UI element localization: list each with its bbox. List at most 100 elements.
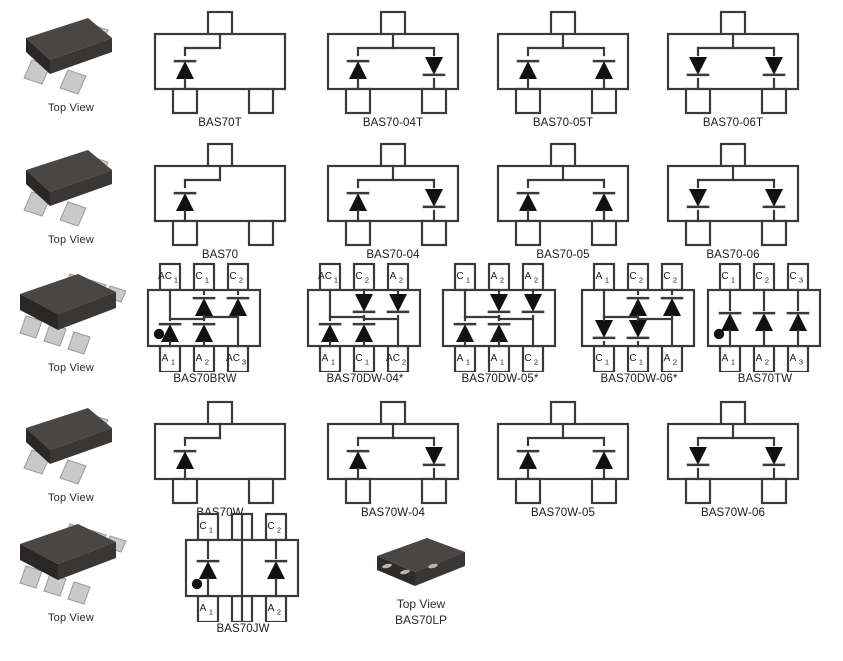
svg-text:A: A xyxy=(756,353,763,364)
pin1-dot-marker xyxy=(153,328,165,340)
svg-text:A: A xyxy=(790,353,797,364)
svg-text:1: 1 xyxy=(466,276,470,285)
svg-text:A: A xyxy=(596,271,603,282)
svg-text:1: 1 xyxy=(205,276,209,285)
schematic-symbol-bas70-04t xyxy=(326,10,460,115)
svg-text:A: A xyxy=(162,353,169,364)
top-view-caption: Top View xyxy=(47,234,95,246)
svg-text:2: 2 xyxy=(639,276,643,285)
svg-text:C: C xyxy=(355,271,362,282)
schematic-symbol-bas70-05 xyxy=(496,142,630,247)
svg-text:2: 2 xyxy=(399,276,403,285)
svg-text:A: A xyxy=(722,353,729,364)
top-view-caption: Top View xyxy=(47,102,95,114)
svg-text:1: 1 xyxy=(731,276,735,285)
schematic-bas70-05: BAS70-05 xyxy=(488,140,638,261)
svg-text:2: 2 xyxy=(765,276,769,285)
schematic-bas70-04: BAS70-04 xyxy=(318,140,468,261)
diode-symbol xyxy=(422,57,446,77)
diode-symbol xyxy=(173,449,197,469)
sot363-top-view-image xyxy=(19,273,127,355)
diode-symbol xyxy=(226,296,250,316)
diode-symbol xyxy=(592,320,616,340)
schematic-bas70-06: BAS70-06 xyxy=(658,140,808,261)
part-number-label: BAS70-06T xyxy=(702,117,764,129)
diode-symbol xyxy=(592,449,616,469)
svg-text:1: 1 xyxy=(466,358,470,367)
svg-text:C: C xyxy=(595,353,602,364)
svg-text:2: 2 xyxy=(673,358,677,367)
diode-symbol xyxy=(346,59,370,79)
diode-symbol xyxy=(516,191,540,211)
sot23-top-view: Top View xyxy=(8,8,134,114)
svg-text:C: C xyxy=(629,271,636,282)
top-view-caption: Top View xyxy=(47,492,95,504)
diode-symbol xyxy=(762,57,786,77)
svg-text:2: 2 xyxy=(765,358,769,367)
diode-symbol xyxy=(346,191,370,211)
diode-symbol xyxy=(422,447,446,467)
svg-text:3: 3 xyxy=(242,358,246,367)
sot23-top-view-image xyxy=(23,18,112,95)
svg-text:C: C xyxy=(195,271,202,282)
svg-text:2: 2 xyxy=(500,276,504,285)
part-number-label: BAS70JW xyxy=(216,623,270,635)
svg-text:C: C xyxy=(629,353,636,364)
schematic-bas70w-05: BAS70W-05 xyxy=(488,398,638,519)
schematic-symbol-bas70w-06 xyxy=(666,400,800,505)
svg-text:1: 1 xyxy=(605,358,609,367)
schematic-symbol-bas70-04 xyxy=(326,142,460,247)
diode-symbol xyxy=(516,59,540,79)
svg-text:1: 1 xyxy=(365,358,369,367)
part-number-label: BAS70DW-05* xyxy=(461,373,539,385)
svg-text:1: 1 xyxy=(605,276,609,285)
svg-text:2: 2 xyxy=(534,358,538,367)
svg-text:A: A xyxy=(196,353,203,364)
schematic-symbol-bas70w-05 xyxy=(496,400,630,505)
svg-text:1: 1 xyxy=(639,358,643,367)
sot323-top-view-image xyxy=(23,408,112,485)
svg-text:AC: AC xyxy=(158,271,172,282)
svg-text:C: C xyxy=(755,271,762,282)
part-number-label: BAS70-05 xyxy=(536,249,590,261)
schematic-symbol-bas70t xyxy=(153,10,287,115)
part-number-label: BAS70T xyxy=(198,117,242,129)
sot363-top-view: Top View xyxy=(8,262,134,374)
schematic-bas70t: BAS70T xyxy=(145,8,295,129)
part-number-label: BAS70BRW xyxy=(173,373,237,385)
part-number-label: BAS70DW-04* xyxy=(326,373,404,385)
diode-symbol xyxy=(686,447,710,467)
diode-symbol xyxy=(173,191,197,211)
svg-text:A: A xyxy=(200,603,207,614)
svg-text:A: A xyxy=(491,271,498,282)
svg-text:1: 1 xyxy=(171,358,175,367)
sot323-top-view: Top View xyxy=(8,398,134,504)
svg-text:C: C xyxy=(229,271,236,282)
schematic-symbol-bas70 xyxy=(153,142,287,247)
schematic-symbol-bas70-05t xyxy=(496,10,630,115)
